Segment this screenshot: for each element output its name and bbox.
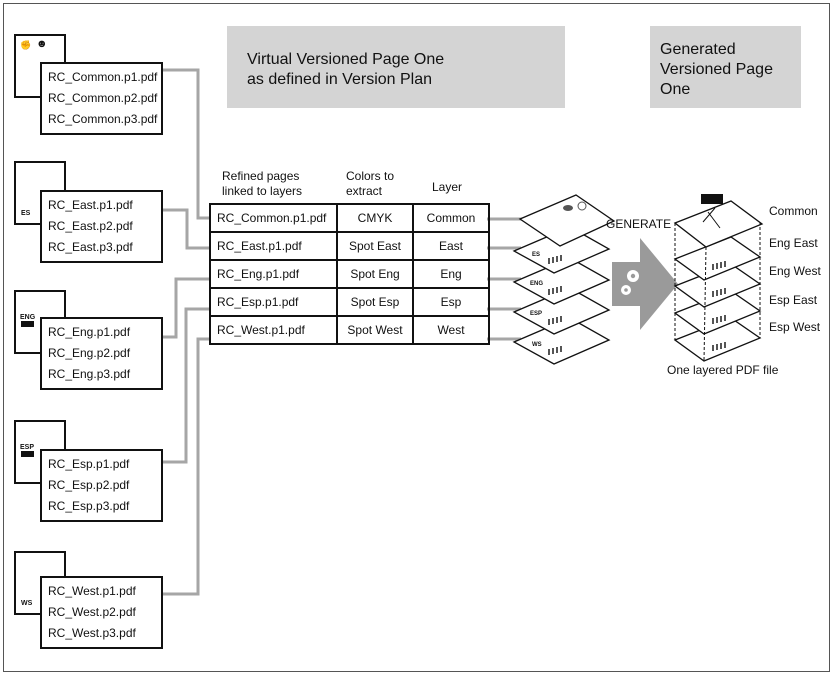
plan-color-cell: Spot Eng	[336, 259, 414, 289]
group-tag-esp: ESP	[20, 444, 34, 458]
plan-color-cell: Spot Esp	[336, 287, 414, 317]
redacted-block	[21, 321, 34, 328]
group-west-files: RC_West.p1.pdf RC_West.p2.pdf RC_West.p3…	[40, 576, 163, 649]
plan-page-cell: RC_Esp.p1.pdf	[209, 287, 338, 317]
file-eng-p2[interactable]: RC_Eng.p2.pdf	[48, 346, 131, 360]
plan-layer-cell: Eng	[412, 259, 490, 289]
group-east-files: RC_East.p1.pdf RC_East.p2.pdf RC_East.p3…	[40, 190, 163, 263]
group-tag-west: WS	[21, 600, 33, 607]
plan-page-cell: RC_Eng.p1.pdf	[209, 259, 338, 289]
gears-icon	[621, 270, 639, 295]
group-tag-east: ES	[21, 210, 31, 217]
group-tag-eng: ENG	[20, 314, 35, 328]
file-east-p3[interactable]: RC_East.p3.pdf	[48, 240, 133, 254]
file-esp-p1[interactable]: RC_Esp.p1.pdf	[48, 457, 130, 471]
file-common-p2[interactable]: RC_Common.p2.pdf	[48, 91, 158, 105]
header-layer: Layer	[432, 180, 463, 194]
connector-esp	[163, 307, 211, 464]
connector-eng	[163, 277, 211, 339]
version-plan-table: RC_Common.p1.pdf CMYK Common RC_East.p1.…	[209, 203, 490, 345]
diagram-frame	[3, 3, 830, 672]
table-row[interactable]: RC_Common.p1.pdf CMYK Common	[209, 203, 490, 233]
layer-label-eng-east: Eng East	[769, 236, 818, 250]
virtual-page-title: Virtual Versioned Page One as defined in…	[227, 26, 565, 108]
file-west-p3[interactable]: RC_West.p3.pdf	[48, 626, 136, 640]
table-row[interactable]: RC_West.p1.pdf Spot West West	[209, 315, 490, 345]
layer-label-eng-west: Eng West	[769, 264, 821, 278]
table-row[interactable]: RC_Eng.p1.pdf Spot Eng Eng	[209, 259, 490, 289]
plan-layer-cell: Common	[412, 203, 490, 233]
stack-page-common	[518, 194, 616, 247]
connector-west	[163, 337, 211, 596]
layer-label-common: Common	[769, 204, 818, 218]
file-east-p1[interactable]: RC_East.p1.pdf	[48, 198, 133, 212]
generate-label: GENERATE	[606, 217, 672, 231]
file-common-p1[interactable]: RC_Common.p1.pdf	[48, 70, 158, 84]
table-row[interactable]: RC_East.p1.pdf Spot East East	[209, 231, 490, 261]
connector-common	[163, 68, 211, 220]
group-common-files: RC_Common.p1.pdf RC_Common.p2.pdf RC_Com…	[40, 62, 163, 135]
file-esp-p3[interactable]: RC_Esp.p3.pdf	[48, 499, 130, 513]
plan-layer-cell: Esp	[412, 287, 490, 317]
plan-layer-cell: West	[412, 315, 490, 345]
output-page-2	[673, 236, 762, 281]
file-eng-p3[interactable]: RC_Eng.p3.pdf	[48, 367, 131, 381]
plan-color-cell: CMYK	[336, 203, 414, 233]
generate-arrow	[612, 238, 678, 330]
plan-color-cell: Spot East	[336, 231, 414, 261]
file-eng-p1[interactable]: RC_Eng.p1.pdf	[48, 325, 131, 339]
face-icon: ☻	[36, 38, 48, 50]
redacted-block	[21, 451, 34, 458]
plan-page-cell: RC_West.p1.pdf	[209, 315, 338, 345]
generated-page-title: Generated Versioned Page One	[650, 26, 801, 108]
pdf-caption: One layered PDF file	[667, 363, 779, 377]
plan-color-cell: Spot West	[336, 315, 414, 345]
group-esp-files: RC_Esp.p1.pdf RC_Esp.p2.pdf RC_Esp.p3.pd…	[40, 449, 163, 522]
header-colors: Colors to extract	[346, 169, 395, 198]
stack-tag-ws: WS	[532, 342, 542, 348]
layer-label-esp-west: Esp West	[769, 320, 821, 334]
group-eng-files: RC_Eng.p1.pdf RC_Eng.p2.pdf RC_Eng.p3.pd…	[40, 317, 163, 390]
plan-page-cell: RC_East.p1.pdf	[209, 231, 338, 261]
stack-tag-eng: ENG	[530, 281, 543, 287]
stack-tag-east: ES	[532, 252, 540, 258]
file-esp-p2[interactable]: RC_Esp.p2.pdf	[48, 478, 130, 492]
stack-tag-esp: ESP	[530, 311, 542, 317]
plan-page-cell: RC_Common.p1.pdf	[209, 203, 338, 233]
file-east-p2[interactable]: RC_East.p2.pdf	[48, 219, 133, 233]
header-refined-pages: Refined pages linked to layers	[222, 169, 303, 198]
connector-east	[163, 208, 211, 250]
plan-layer-cell: East	[412, 231, 490, 261]
table-row[interactable]: RC_Esp.p1.pdf Spot Esp Esp	[209, 287, 490, 317]
output-page-1	[673, 200, 764, 248]
file-common-p3[interactable]: RC_Common.p3.pdf	[48, 112, 158, 126]
layer-label-esp-east: Esp East	[769, 293, 818, 307]
file-west-p1[interactable]: RC_West.p1.pdf	[48, 584, 136, 598]
file-west-p2[interactable]: RC_West.p2.pdf	[48, 605, 136, 619]
hand-icon: ✊	[20, 40, 32, 50]
